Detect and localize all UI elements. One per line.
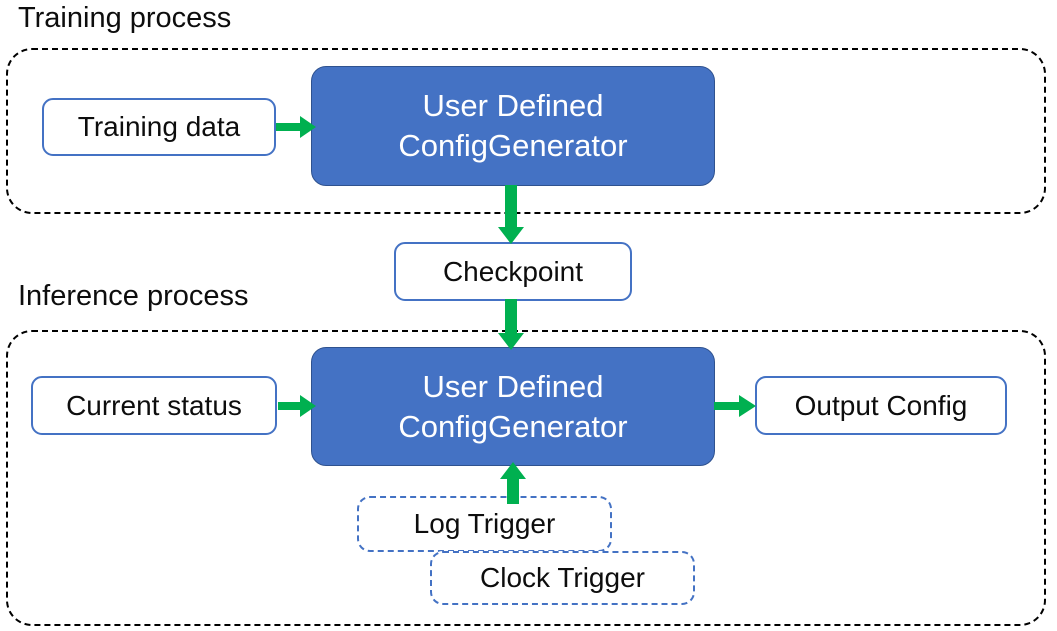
node-output-config[interactable]: Output Config	[755, 376, 1007, 435]
node-clock-trigger[interactable]: Clock Trigger	[430, 551, 695, 605]
node-user-defined-configgenerator-training[interactable]: User Defined ConfigGenerator	[311, 66, 715, 186]
node-checkpoint[interactable]: Checkpoint	[394, 242, 632, 301]
inference-process-title: Inference process	[18, 280, 249, 312]
node-current-status[interactable]: Current status	[31, 376, 277, 435]
arrow-current-status-to-generator	[278, 391, 318, 421]
main-node-line-1: User Defined	[422, 88, 604, 124]
main-node-line-1: User Defined	[422, 368, 604, 404]
arrow-checkpoint-to-generator	[498, 299, 528, 351]
training-process-container	[6, 48, 1046, 214]
inference-process-container	[6, 330, 1046, 626]
arrow-training-data-to-generator	[276, 112, 318, 142]
arrow-log-trigger-to-generator	[500, 462, 530, 504]
main-node-line-2: ConfigGenerator	[398, 408, 628, 444]
main-node-line-2: ConfigGenerator	[398, 128, 628, 163]
arrow-generator-to-output-config	[714, 391, 758, 421]
node-training-data[interactable]: Training data	[42, 98, 276, 156]
node-user-defined-configgenerator-inference[interactable]: User Defined ConfigGenerator	[311, 347, 715, 466]
node-log-trigger[interactable]: Log Trigger	[357, 496, 612, 552]
arrow-generator-to-checkpoint	[498, 185, 528, 245]
training-process-title: Training process	[18, 2, 232, 34]
